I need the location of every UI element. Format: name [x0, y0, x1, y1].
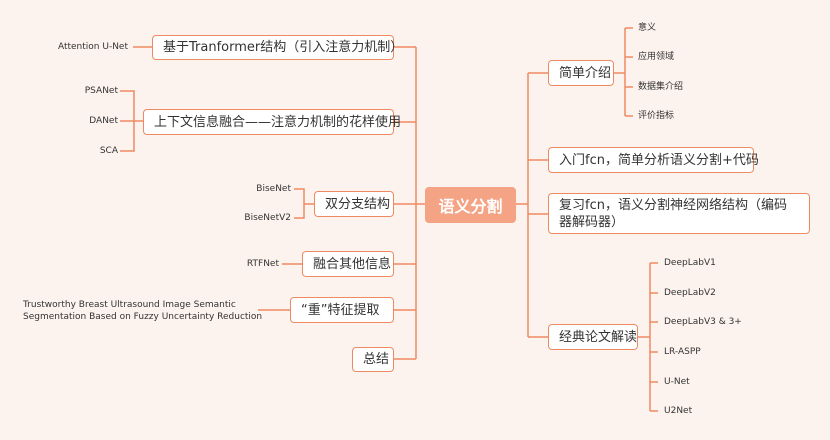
node-other-info[interactable]: 融合其他信息	[302, 251, 394, 277]
leaf-metrics[interactable]: 评价指标	[638, 111, 675, 121]
leaf-bisenet[interactable]: BiseNet	[256, 184, 291, 194]
leaf-deeplabv1[interactable]: DeepLabV1	[664, 258, 716, 268]
bisenet-leaf-bracket	[294, 188, 314, 219]
leaf-applications[interactable]: 应用领域	[638, 52, 675, 62]
leaf-rtfnet[interactable]: RTFNet	[246, 259, 279, 269]
leaf-unet[interactable]: U-Net	[664, 377, 690, 387]
leaf-u2net[interactable]: U2Net	[664, 406, 693, 416]
node-fcn-intro[interactable]: 入门fcn，简单分析语义分割+代码	[548, 147, 759, 173]
node-transformer[interactable]: 基于Tranformer结构（引入注意力机制）	[152, 35, 403, 60]
node-context-fusion[interactable]: 上下文信息融合——注意力机制的花样使用	[143, 109, 401, 135]
leaf-attention-unet[interactable]: Attention U-Net	[57, 42, 128, 52]
leaf-bisenetv2[interactable]: BiseNetV2	[244, 213, 291, 223]
leaf-danet[interactable]: DANet	[89, 116, 118, 126]
leaf-sca[interactable]: SCA	[99, 146, 118, 156]
node-heavy-feature[interactable]: “重”特征提取	[290, 297, 394, 323]
leaf-trustworthy-line1[interactable]: Trustworthy Breast Ultrasound Image Sema…	[23, 300, 236, 310]
node-paper-reading[interactable]: 经典论文解读	[548, 324, 638, 350]
node-fcn-review[interactable]: 复习fcn，语义分割神经网络结构（编码器解码器）	[548, 193, 810, 234]
node-dual-branch[interactable]: 双分支结构	[314, 191, 394, 217]
papers-leaf-bracket	[638, 262, 658, 412]
leaf-significance[interactable]: 意义	[638, 23, 657, 33]
intro-leaf-bracket	[614, 27, 633, 117]
leaf-lr-aspp[interactable]: LR-ASPP	[664, 347, 701, 357]
leaf-deeplabv2[interactable]: DeepLabV2	[664, 288, 716, 298]
context-leaf-bracket	[120, 90, 143, 152]
leaf-trustworthy-line2[interactable]: Segmentation Based on Fuzzy Uncertainty …	[23, 312, 263, 322]
node-simple-intro[interactable]: 简单介绍	[548, 60, 614, 86]
leaf-datasets[interactable]: 数据集介绍	[638, 82, 684, 92]
leaf-deeplabv3[interactable]: DeepLabV3 & 3+	[664, 317, 742, 327]
center-node[interactable]: 语义分割	[425, 187, 516, 223]
node-summary[interactable]: 总结	[352, 347, 394, 372]
leaf-psanet[interactable]: PSANet	[84, 86, 118, 96]
